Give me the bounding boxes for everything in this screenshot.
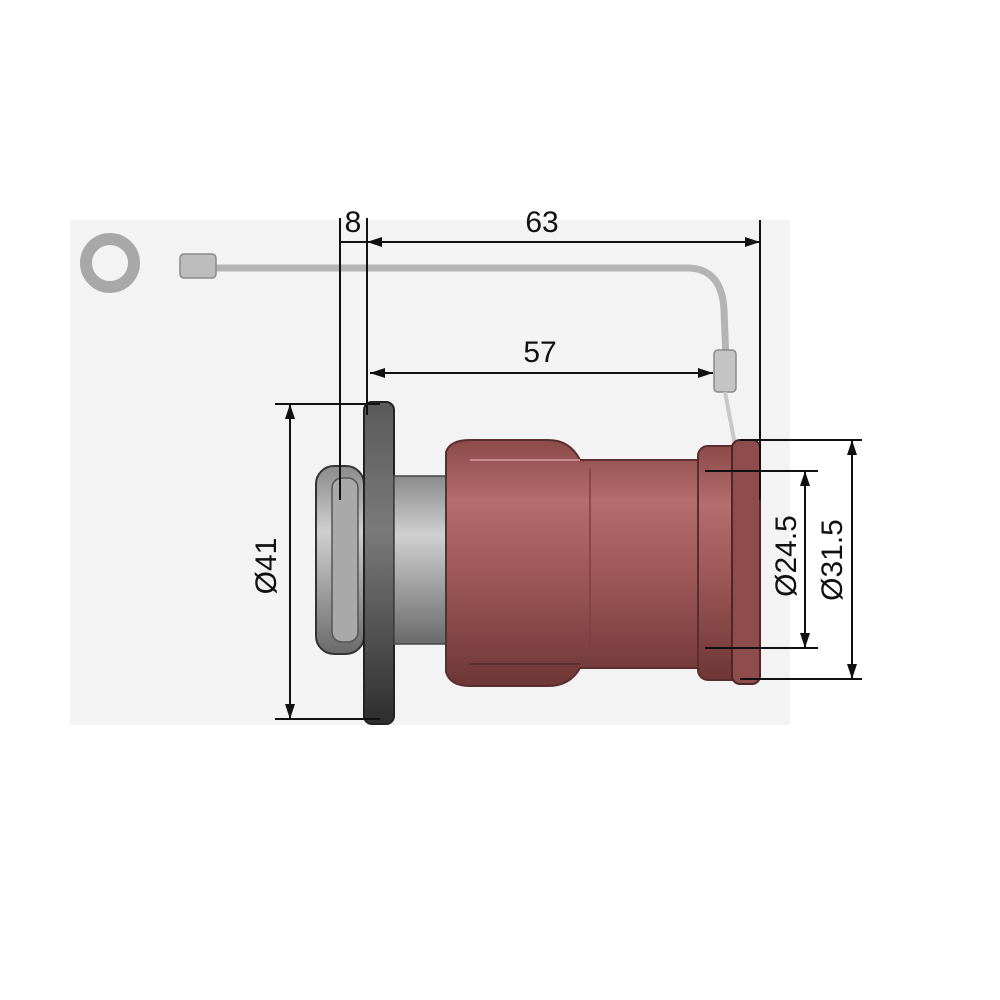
cord-assembly — [80, 233, 744, 641]
crimp-sleeve — [179, 253, 217, 279]
arrow-head — [847, 440, 857, 455]
arrow-head — [698, 368, 713, 378]
arrow-head — [800, 471, 810, 486]
dim-overall-length: 63 — [525, 206, 558, 239]
flange — [363, 401, 395, 725]
arrow-head — [285, 404, 295, 419]
arrow-head — [285, 704, 295, 719]
connector-part — [315, 401, 761, 725]
arrow-head — [367, 237, 382, 247]
dim-flange-thickness: 8 — [345, 206, 362, 239]
arrow-head — [847, 664, 857, 679]
dim-body-length: 57 — [523, 336, 556, 369]
arrow-head — [745, 237, 760, 247]
arrow-head — [370, 368, 385, 378]
cord-ferrule — [713, 349, 737, 393]
dim-inner-diameter: Ø24.5 — [770, 515, 803, 597]
cap-body — [445, 439, 701, 687]
dim-outer-diameter: Ø31.5 — [816, 519, 849, 601]
front-nose-inner — [331, 477, 359, 643]
arrow-head — [800, 633, 810, 648]
ring-terminal — [80, 233, 140, 293]
dimensions: 8 63 57 Ø41 Ø24.5 Ø31.5 — [250, 206, 862, 720]
dim-flange-diameter: Ø41 — [250, 538, 283, 595]
cord — [206, 264, 730, 364]
